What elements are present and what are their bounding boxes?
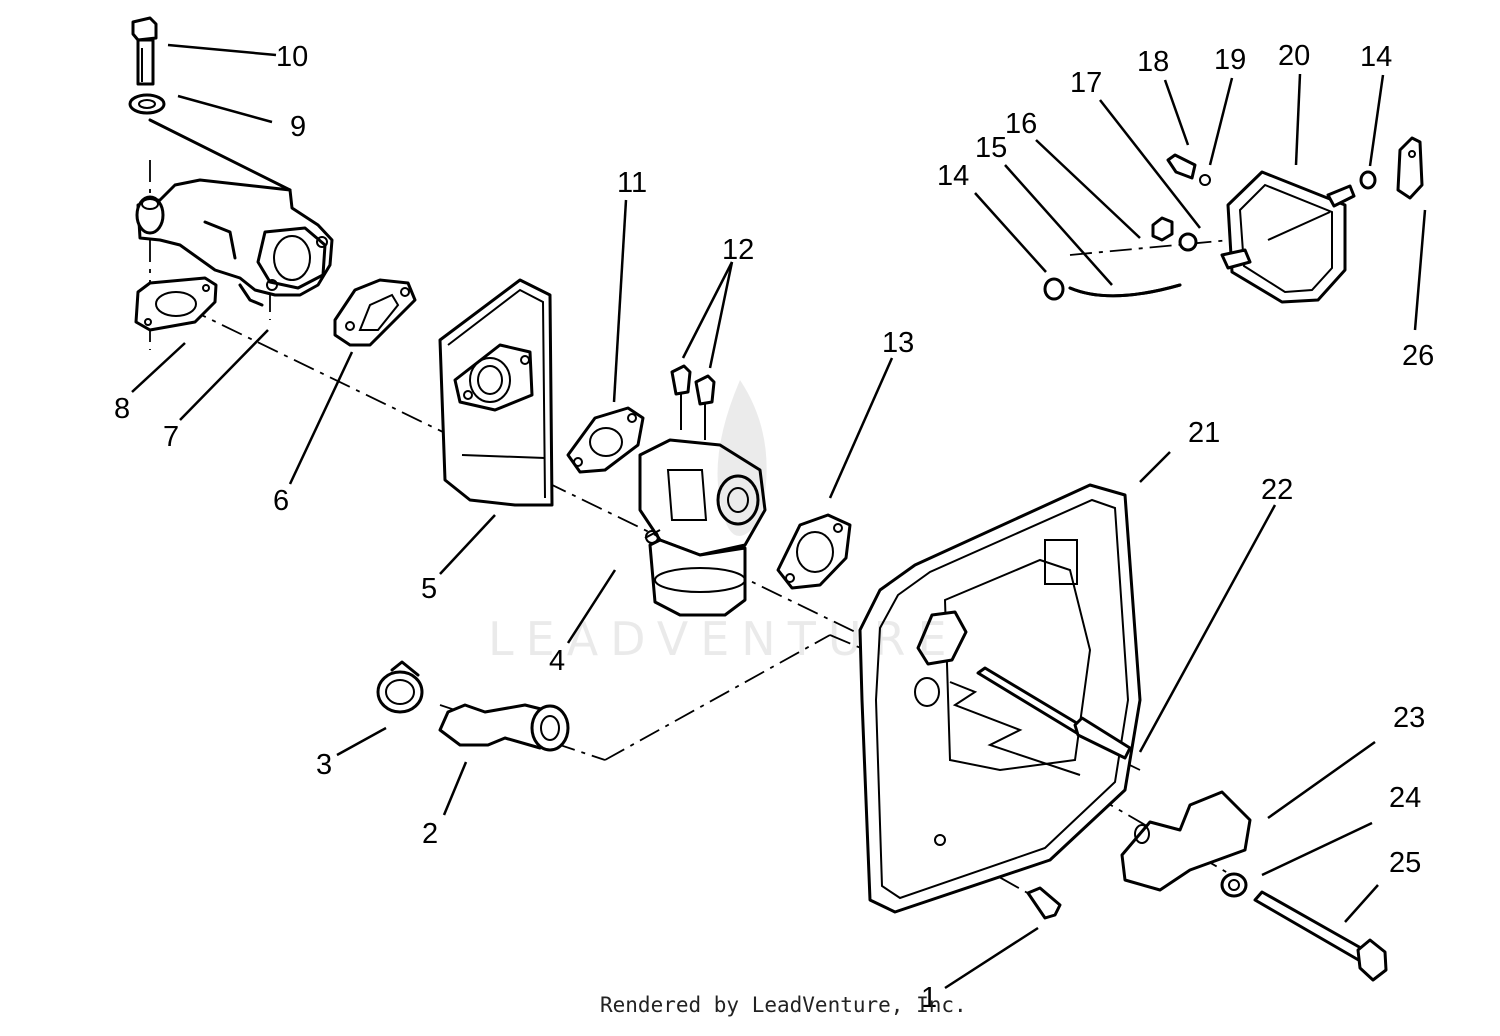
callout-c24: 24 [1389, 782, 1421, 814]
callout-c5: 5 [421, 573, 437, 605]
washer-part-9 [128, 93, 166, 115]
gasket-part-6 [333, 278, 417, 347]
footer-credit: Rendered by LeadVenture, Inc. [600, 993, 967, 1017]
fitting-part-18 [1166, 153, 1197, 180]
clip-part-26 [1396, 136, 1424, 200]
callout-c16: 16 [1005, 108, 1037, 140]
leader-lines [131, 43, 1427, 990]
callout-c3: 3 [316, 749, 332, 781]
gasket-part-13 [776, 513, 852, 590]
callout-c22: 22 [1261, 474, 1293, 506]
callout-c17: 17 [1070, 67, 1102, 99]
bolt-part-10 [131, 16, 158, 86]
callout-c9: 9 [290, 111, 306, 143]
nut-part-16 [1151, 216, 1174, 242]
elbow-hose-part-2 [438, 703, 570, 752]
callout-c20: 20 [1278, 40, 1310, 72]
watermark-flame-icon [717, 380, 767, 536]
hose-clamp-part-14-right [1359, 170, 1377, 190]
intake-manifold-part-7 [135, 118, 334, 307]
callout-c14b: 14 [1360, 41, 1392, 73]
washer-part-17 [1178, 232, 1198, 252]
callout-c8: 8 [114, 393, 130, 425]
callout-c15: 15 [975, 132, 1007, 164]
callout-c25: 25 [1389, 847, 1421, 879]
heat-shield-part-5 [438, 278, 554, 507]
stud-part-22 [976, 666, 1132, 760]
screw-part-1 [1026, 886, 1062, 920]
callout-c23: 23 [1393, 702, 1425, 734]
callout-c1: 1 [921, 982, 937, 1014]
callout-c7: 7 [163, 421, 179, 453]
callout-c12: 12 [722, 234, 754, 266]
o-ring-part-19 [1199, 174, 1211, 186]
callout-c19: 19 [1214, 44, 1246, 76]
callout-c2: 2 [422, 818, 438, 850]
fuel-pump-part-20 [1220, 170, 1356, 304]
bracket-part-23 [1120, 790, 1252, 892]
hose-clamp-part-14-left [1043, 277, 1065, 301]
callout-c11: 11 [617, 167, 647, 199]
watermark-text: LEADVENTURE [488, 612, 959, 666]
gasket-part-8 [134, 276, 218, 332]
callout-c21: 21 [1188, 417, 1220, 449]
washer-part-24 [1220, 872, 1248, 898]
gasket-part-11 [566, 406, 645, 474]
callout-c6: 6 [273, 485, 289, 517]
callout-c18: 18 [1137, 46, 1169, 78]
air-cleaner-base-part-21 [858, 483, 1142, 914]
fuel-hose-part-15 [1068, 283, 1182, 298]
fittings-part-12 [670, 364, 716, 440]
callout-c10: 10 [276, 41, 308, 73]
long-bolt-part-25 [1253, 890, 1388, 982]
clamp-part-3 [376, 660, 424, 714]
carburetor-part-4 [638, 438, 767, 617]
callout-c13: 13 [882, 327, 914, 359]
callout-c26: 26 [1402, 340, 1434, 372]
callout-c4: 4 [549, 645, 565, 677]
callout-c14a: 14 [937, 160, 969, 192]
